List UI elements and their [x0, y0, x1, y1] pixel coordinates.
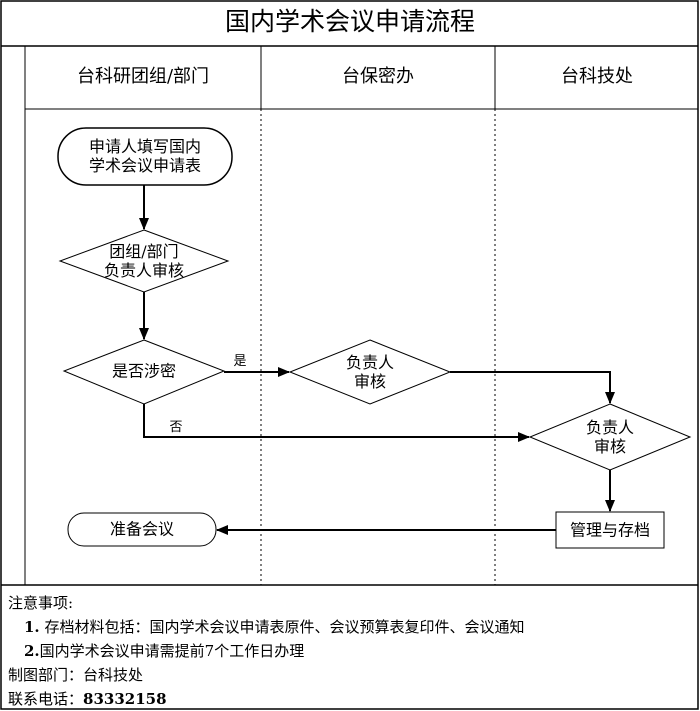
arrow-secrecy-to-sci — [450, 371, 615, 404]
sci-review-label: 负责人审核 — [585, 417, 635, 456]
note-item-1: 1. 存档材料包括：国内学术会议申请表原件、会议预算表复印件、会议通知 — [24, 618, 525, 636]
apply-form-label: 申请人填写国内学术会议申请表 — [88, 136, 202, 175]
secrecy-review-diamond — [288, 339, 452, 405]
lane-header-sci-tech-office: 台科技处 — [561, 66, 633, 88]
contact-phone: 联系电话：83332158 — [8, 690, 167, 708]
group-review-label: 团组/部门负责人审核 — [103, 241, 185, 280]
notes-heading: 注意事项: — [8, 594, 74, 612]
manage-archive-label: 管理与存档 — [569, 520, 651, 540]
notes-section: 注意事项: 1. 存档材料包括：国内学术会议申请表原件、会议预算表复印件、会议通… — [8, 591, 524, 711]
prepare-meeting-label: 准备会议 — [109, 519, 175, 539]
edge-label-yes: 是 — [233, 354, 247, 370]
page-title: 国内学术会议申请流程 — [224, 7, 476, 36]
note-item-2: 2.国内学术会议申请需提前7个工作日办理 — [24, 642, 305, 660]
manage-archive-node — [555, 511, 665, 549]
arrow-no-to-sci — [143, 404, 530, 442]
edge-label-no: 否 — [169, 420, 183, 436]
lane-header-secrecy-office: 台保密办 — [342, 66, 414, 88]
secret-check-label: 是否涉密 — [111, 361, 177, 381]
secrecy-review-label: 负责人审核 — [345, 352, 395, 391]
lane-header-research-group: 台科研团组/部门 — [76, 66, 210, 88]
drafting-dept: 制图部门：台科技处 — [8, 666, 144, 684]
